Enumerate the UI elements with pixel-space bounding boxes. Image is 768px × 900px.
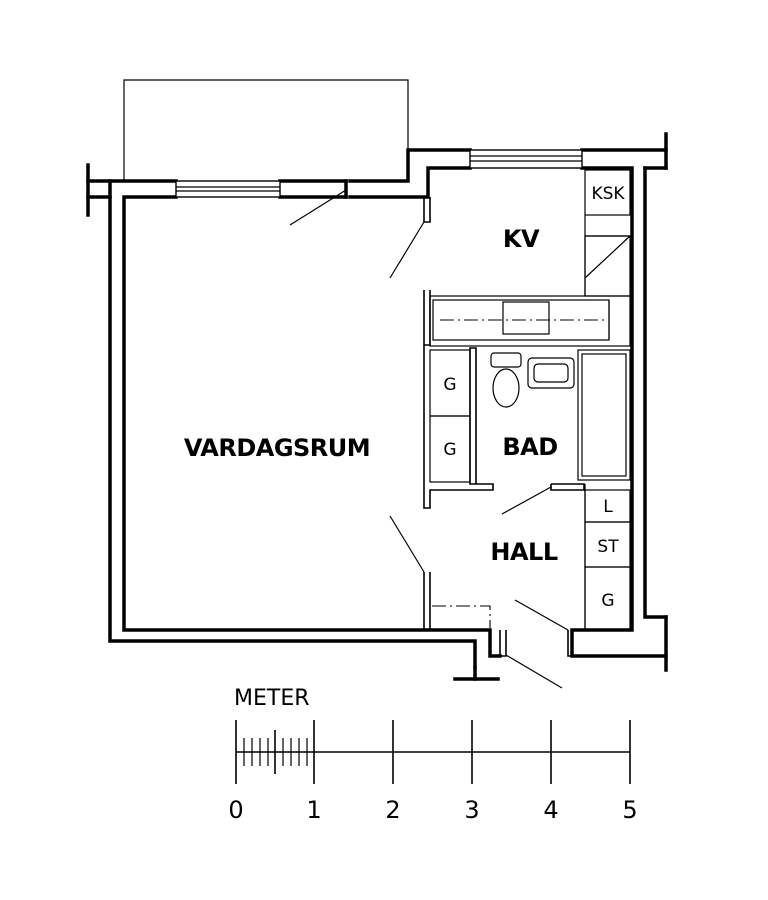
closets-left	[429, 349, 471, 483]
fixture-label-st: ST	[597, 537, 619, 557]
kitchen-fixtures	[429, 169, 631, 347]
interior-walls	[423, 197, 585, 657]
outer-walls	[86, 132, 668, 681]
scale-tick-2: 2	[385, 796, 400, 824]
hall-closets	[584, 484, 631, 631]
entry-mat	[432, 605, 491, 628]
scale-tick-5: 5	[622, 796, 637, 824]
window-kitchen	[469, 149, 583, 169]
room-label-kv: KV	[503, 225, 540, 253]
room-label-bad: BAD	[502, 433, 557, 461]
fixture-label-g-lower: G	[443, 440, 456, 460]
room-label-vardagsrum: VARDAGSRUM	[184, 434, 370, 462]
scale-tick-3: 3	[464, 796, 479, 824]
scale-label: METER	[234, 686, 310, 711]
fixture-label-l: L	[603, 497, 613, 517]
fixture-label-ksk: KSK	[591, 184, 625, 204]
balcony	[123, 79, 409, 180]
scale-tick-0: 0	[228, 796, 243, 824]
fixture-label-g-hall: G	[601, 591, 614, 611]
bath-fixtures	[490, 349, 631, 481]
window-living	[175, 180, 281, 198]
scale-tick-4: 4	[543, 796, 558, 824]
fixture-label-g-upper: G	[443, 375, 456, 395]
room-label-hall: HALL	[490, 538, 557, 566]
scale-tick-1: 1	[306, 796, 321, 824]
scale-bar: METER 0 1 2 3 4 5	[228, 686, 637, 824]
door-swings	[289, 189, 569, 689]
